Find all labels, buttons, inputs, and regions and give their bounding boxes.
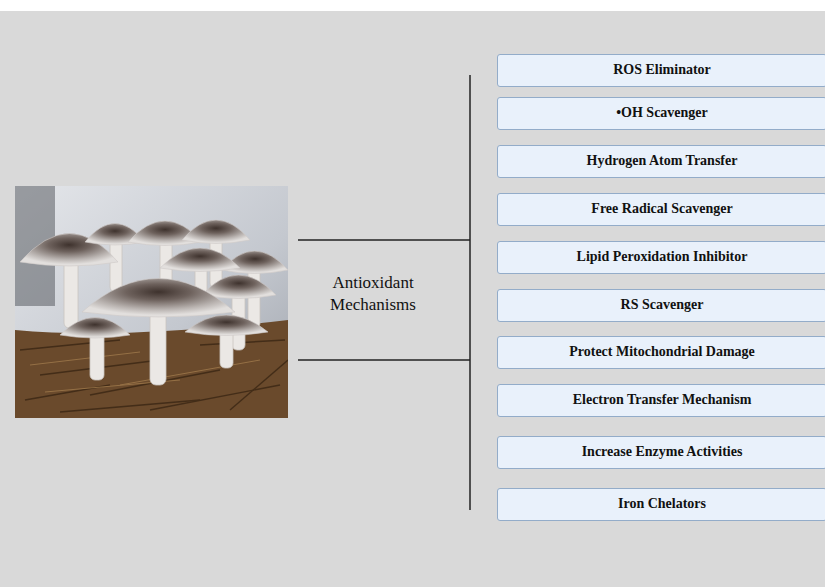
center-label: Antioxidant Mechanisms: [310, 272, 436, 316]
mechanism-box: Lipid Peroxidation Inhibitor: [497, 241, 825, 274]
mechanism-text: •OH Scavenger: [616, 105, 708, 121]
mechanism-text: Increase Enzyme Activities: [582, 444, 743, 460]
mechanism-text: Free Radical Scavenger: [591, 201, 732, 217]
mechanism-text: Electron Transfer Mechanism: [573, 392, 752, 408]
mechanism-box: Electron Transfer Mechanism: [497, 384, 825, 417]
mechanism-box: ROS Eliminator: [497, 54, 825, 87]
mechanism-text: Protect Mitochondrial Damage: [569, 344, 755, 360]
mechanism-text: RS Scavenger: [621, 297, 704, 313]
mechanism-box: Iron Chelators: [497, 488, 825, 521]
mechanism-box: Protect Mitochondrial Damage: [497, 336, 825, 369]
mechanism-text: Iron Chelators: [618, 496, 706, 512]
mechanism-box: Free Radical Scavenger: [497, 193, 825, 226]
mushroom-photo: [15, 186, 288, 418]
mechanism-box: RS Scavenger: [497, 289, 825, 322]
bracket-lines: [298, 75, 470, 510]
mechanism-box: •OH Scavenger: [497, 97, 825, 130]
top-band: [0, 0, 825, 11]
mechanism-text: Lipid Peroxidation Inhibitor: [577, 249, 748, 265]
mechanism-box: Increase Enzyme Activities: [497, 436, 825, 469]
mechanism-text: Hydrogen Atom Transfer: [587, 153, 738, 169]
mechanism-box: Hydrogen Atom Transfer: [497, 145, 825, 178]
mechanism-text: ROS Eliminator: [613, 62, 711, 78]
